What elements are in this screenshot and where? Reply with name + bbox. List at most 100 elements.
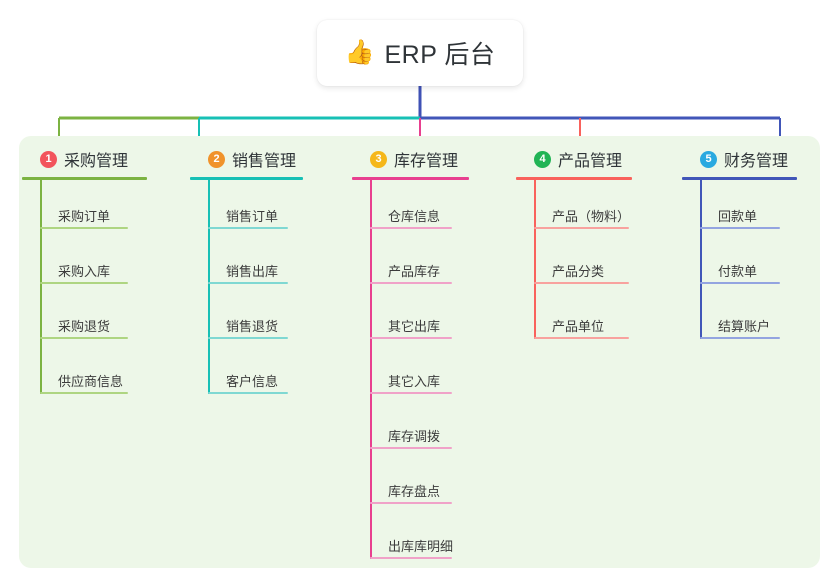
- leaf-node[interactable]: 产品库存: [352, 235, 469, 290]
- leaf-rule: [534, 227, 629, 229]
- branch-column-5: 5 财务管理回款单付款单结算账户: [682, 144, 797, 345]
- thumbs-up-icon: 👍: [344, 39, 375, 66]
- leaf-label: 付款单: [718, 264, 758, 279]
- leaf-node[interactable]: 结算账户: [682, 290, 797, 345]
- leaf-rule: [370, 337, 452, 339]
- branch-number-badge-2: 2: [208, 150, 225, 168]
- leaf-label: 采购入库: [58, 264, 111, 279]
- leaf-node[interactable]: 库存调拨: [352, 400, 469, 455]
- branch-number-badge-5: 5: [700, 150, 717, 168]
- leaf-rule: [40, 392, 128, 394]
- leaf-label: 产品单位: [552, 319, 605, 334]
- leaf-label: 库存盘点: [388, 484, 441, 499]
- branch-header-3[interactable]: 3 库存管理: [352, 144, 469, 174]
- leaf-rule: [370, 282, 452, 284]
- leaf-node[interactable]: 库存盘点: [352, 455, 469, 510]
- leaf-label: 供应商信息: [58, 374, 124, 389]
- branch-spine-1: [40, 180, 42, 394]
- leaf-label: 产品分类: [552, 264, 605, 279]
- leaf-node[interactable]: 产品（物料）: [516, 180, 632, 235]
- leaf-node[interactable]: 采购入库: [22, 235, 147, 290]
- leaf-label: 客户信息: [226, 374, 279, 389]
- branch-header-1[interactable]: 1 采购管理: [22, 144, 147, 174]
- branch-header-rule-3: [352, 177, 469, 180]
- branch-leaf-list-4: 产品（物料） 产品分类产品单位: [516, 180, 632, 345]
- branch-header-rule-5: [682, 177, 797, 180]
- leaf-rule: [700, 282, 780, 284]
- branch-leaf-list-2: 销售订单销售出库销售退货客户信息: [190, 180, 303, 400]
- leaf-label: 结算账户: [718, 319, 771, 334]
- leaf-rule: [208, 227, 288, 229]
- branch-leaf-list-5: 回款单付款单结算账户: [682, 180, 797, 345]
- branch-header-rule-2: [190, 177, 303, 180]
- leaf-label: 仓库信息: [388, 209, 441, 224]
- leaf-rule: [534, 282, 629, 284]
- leaf-label: 出库库明细: [388, 539, 454, 554]
- leaf-label: 销售订单: [226, 209, 279, 224]
- leaf-label: 回款单: [718, 209, 758, 224]
- leaf-rule: [370, 557, 452, 559]
- branch-leaf-list-1: 采购订单采购入库采购退货供应商信息: [22, 180, 147, 400]
- branch-leaf-list-3: 仓库信息产品库存其它出库其它入库库存调拨库存盘点出库库明细: [352, 180, 469, 565]
- diagram-panel: 1 采购管理采购订单采购入库采购退货供应商信息 2 销售管理销售订单销售出库销售退货客…: [19, 136, 820, 568]
- leaf-rule: [40, 282, 128, 284]
- leaf-node[interactable]: 销售退货: [190, 290, 303, 345]
- root-title: ERP 后台: [384, 41, 496, 69]
- leaf-node[interactable]: 出库库明细: [352, 510, 469, 565]
- leaf-node[interactable]: 付款单: [682, 235, 797, 290]
- branch-spine-2: [208, 180, 210, 394]
- branch-column-2: 2 销售管理销售订单销售出库销售退货客户信息: [190, 144, 303, 400]
- leaf-rule: [208, 282, 288, 284]
- leaf-node[interactable]: 回款单: [682, 180, 797, 235]
- branch-header-rule-1: [22, 177, 147, 180]
- leaf-node[interactable]: 其它出库: [352, 290, 469, 345]
- branch-title-1: 采购管理: [64, 153, 129, 170]
- leaf-rule: [370, 502, 452, 504]
- leaf-label: 其它出库: [388, 319, 441, 334]
- branch-title-3: 库存管理: [394, 153, 459, 170]
- leaf-node[interactable]: 采购退货: [22, 290, 147, 345]
- leaf-rule: [370, 227, 452, 229]
- leaf-node[interactable]: 产品单位: [516, 290, 632, 345]
- leaf-label: 采购退货: [58, 319, 111, 334]
- leaf-label: 采购订单: [58, 209, 111, 224]
- branch-spine-4: [534, 180, 536, 339]
- branch-header-rule-4: [516, 177, 632, 180]
- branch-number-badge-1: 1: [40, 150, 57, 168]
- leaf-node[interactable]: 其它入库: [352, 345, 469, 400]
- leaf-rule: [40, 227, 128, 229]
- leaf-label: 产品（物料）: [552, 209, 631, 224]
- branch-spine-3: [370, 180, 372, 559]
- branch-number-badge-3: 3: [370, 150, 387, 168]
- leaf-node[interactable]: 产品分类: [516, 235, 632, 290]
- branch-header-5[interactable]: 5 财务管理: [682, 144, 797, 174]
- leaf-label: 库存调拨: [388, 429, 441, 444]
- leaf-node[interactable]: 销售出库: [190, 235, 303, 290]
- leaf-rule: [208, 337, 288, 339]
- leaf-rule: [370, 392, 452, 394]
- leaf-label: 产品库存: [388, 264, 441, 279]
- leaf-rule: [208, 392, 288, 394]
- leaf-rule: [534, 337, 629, 339]
- branch-spine-5: [700, 180, 702, 339]
- leaf-rule: [700, 337, 780, 339]
- leaf-rule: [40, 337, 128, 339]
- branch-column-1: 1 采购管理采购订单采购入库采购退货供应商信息: [22, 144, 147, 400]
- branch-column-3: 3 库存管理仓库信息产品库存其它出库其它入库库存调拨库存盘点出库库明细: [352, 144, 469, 565]
- root-node[interactable]: 👍 ERP 后台: [317, 20, 523, 86]
- leaf-rule: [370, 447, 452, 449]
- leaf-label: 销售出库: [226, 264, 279, 279]
- leaf-label: 其它入库: [388, 374, 441, 389]
- leaf-node[interactable]: 销售订单: [190, 180, 303, 235]
- leaf-node[interactable]: 供应商信息: [22, 345, 147, 400]
- branch-title-5: 财务管理: [724, 153, 789, 170]
- branch-title-2: 销售管理: [232, 153, 297, 170]
- leaf-node[interactable]: 仓库信息: [352, 180, 469, 235]
- branch-header-2[interactable]: 2 销售管理: [190, 144, 303, 174]
- leaf-node[interactable]: 客户信息: [190, 345, 303, 400]
- leaf-label: 销售退货: [226, 319, 279, 334]
- leaf-node[interactable]: 采购订单: [22, 180, 147, 235]
- branch-number-badge-4: 4: [534, 150, 551, 168]
